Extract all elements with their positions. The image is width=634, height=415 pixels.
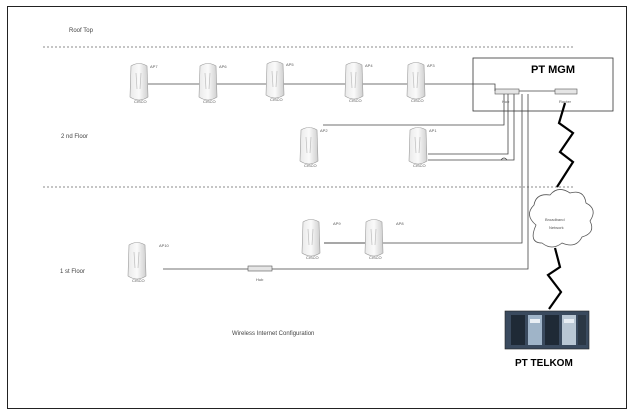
svg-text:AP5: AP5 — [286, 62, 294, 67]
floor-hub-icon — [247, 265, 273, 272]
svg-text:CISCO: CISCO — [349, 98, 362, 103]
svg-text:Broadband: Broadband — [545, 217, 565, 222]
office-hub-icon — [494, 88, 520, 95]
cable-ap1-hub — [428, 94, 509, 155]
svg-text:AP1: AP1 — [429, 128, 437, 133]
svg-text:CISCO: CISCO — [304, 163, 317, 168]
lightning-bolt-icon — [556, 102, 575, 188]
cable-ap2-hub — [323, 94, 505, 126]
diagram-caption: Wireless Internet Configuration — [232, 331, 314, 337]
svg-text:AP7: AP7 — [150, 64, 158, 69]
lightning-bolt-icon — [546, 247, 563, 310]
access-point-ap10: AP10 CISCO — [127, 242, 170, 283]
office-box — [472, 57, 614, 112]
office-hub-label: Hub — [502, 99, 510, 104]
cloud-icon: Broadband Network — [529, 189, 594, 248]
office-name: PT MGM — [531, 64, 575, 76]
access-point-ap9: AP9 CISCO — [301, 219, 341, 260]
cable-ap3-hub — [420, 83, 496, 91]
svg-text:CISCO: CISCO — [306, 255, 319, 260]
svg-text:CISCO: CISCO — [411, 98, 424, 103]
svg-text:CISCO: CISCO — [369, 255, 382, 260]
floor-label-first: 1 st Floor — [60, 269, 85, 275]
svg-text:CISCO: CISCO — [134, 99, 147, 104]
cable-ap1-b — [428, 94, 515, 161]
floor-hub-label: Hub — [256, 277, 264, 282]
svg-text:CISCO: CISCO — [270, 97, 283, 102]
diagram-frame: Roof Top 2 nd Floor 1 st Floor PT MGM Hu… — [7, 6, 627, 409]
access-point-ap7: AP7 CISCO — [129, 63, 158, 104]
floor-label-second: 2 nd Floor — [61, 134, 88, 140]
access-point-ap6: AP6 CISCO — [198, 63, 227, 104]
router-icon — [554, 88, 578, 95]
access-point-ap5: AP5 CISCO — [265, 61, 294, 102]
cable-first-floor-right — [324, 94, 523, 244]
svg-text:CISCO: CISCO — [413, 163, 426, 168]
router-label: Router — [559, 99, 572, 104]
access-point-ap3: AP3 CISCO — [406, 62, 435, 103]
svg-text:AP4: AP4 — [365, 63, 373, 68]
network-diagram: Roof Top 2 nd Floor 1 st Floor PT MGM Hu… — [43, 28, 614, 369]
access-point-ap8: AP8 CISCO — [364, 219, 404, 260]
svg-text:AP2: AP2 — [320, 128, 328, 133]
access-point-ap1: AP1 CISCO — [408, 127, 437, 168]
svg-text:AP3: AP3 — [427, 63, 435, 68]
svg-text:CISCO: CISCO — [203, 99, 216, 104]
cable-hub2-office — [272, 94, 529, 270]
floor-label-roof: Roof Top — [69, 28, 94, 34]
svg-text:AP8: AP8 — [396, 221, 404, 226]
provider-name: PT TELKOM — [515, 358, 573, 369]
svg-text:AP9: AP9 — [333, 221, 341, 226]
cable-bridge-1 — [500, 157, 508, 161]
svg-text:CISCO: CISCO — [132, 278, 145, 283]
access-point-ap2: AP2 CISCO — [299, 127, 328, 168]
svg-text:AP10: AP10 — [159, 243, 170, 248]
svg-text:Network: Network — [549, 225, 564, 230]
svg-text:AP6: AP6 — [219, 64, 227, 69]
server-room-image — [504, 310, 590, 350]
access-point-ap4: AP4 CISCO — [344, 62, 373, 103]
